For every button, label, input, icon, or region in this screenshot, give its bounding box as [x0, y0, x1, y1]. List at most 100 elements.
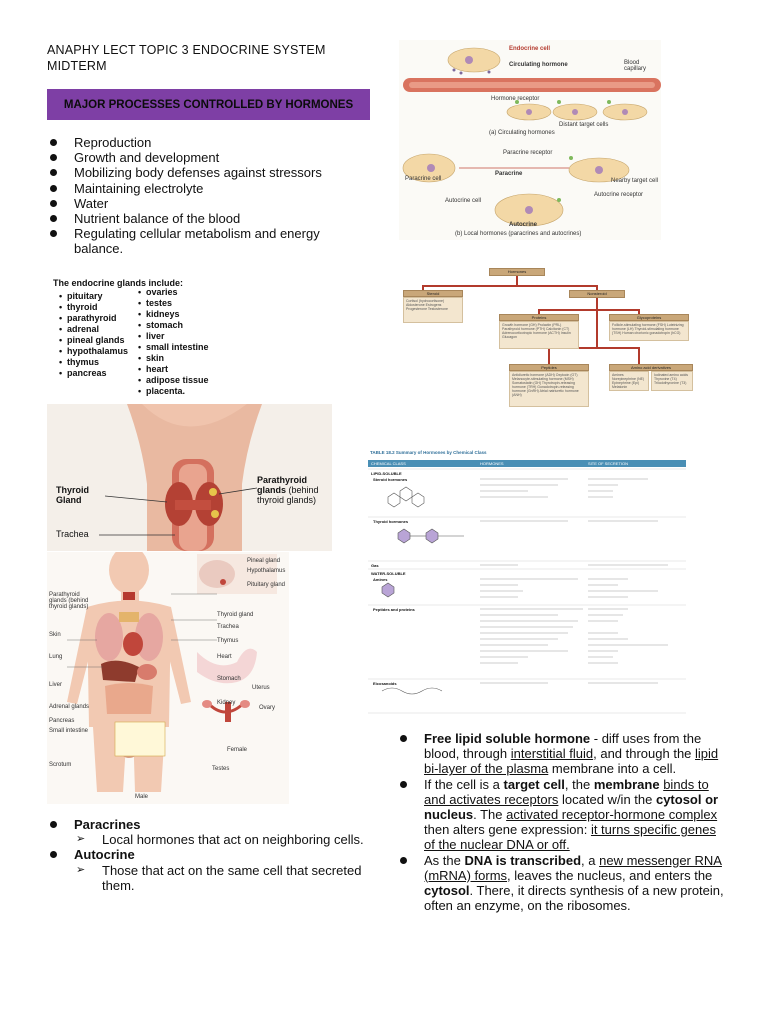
section-banner: MAJOR PROCESSES CONTROLLED BY HORMONES — [47, 89, 370, 120]
thyroid-label: Thyroid Gland — [56, 485, 89, 505]
lipid-point-2: If the cell is a target cell, the membra… — [397, 777, 727, 853]
class-amino-b: Iodinated amino acids Thyroxine (T4) Tri… — [651, 371, 693, 391]
gland-item: testes — [138, 298, 209, 309]
classification-lines — [422, 274, 640, 364]
body-label-left: Adrenal glands — [49, 704, 90, 710]
gland-item: stomach — [138, 320, 209, 331]
body-label-right: Trachea — [217, 624, 239, 630]
gland-item: kidneys — [138, 309, 209, 320]
process-item: Mobilizing body defenses against stresso… — [47, 165, 367, 180]
class-proteins: Proteins — [499, 314, 579, 321]
paracrine-receptor-label: Paracrine receptor — [503, 150, 553, 156]
gland-item: hypothalamus — [59, 346, 128, 357]
autocrine-sublist: Those that act on the same cell that sec… — [47, 863, 367, 893]
endocrine-cell-label: Endocrine cell — [509, 46, 551, 52]
lipid-point-1: Free lipid soluble hormone - diff uses f… — [397, 731, 727, 777]
gland-item: placenta. — [138, 386, 209, 397]
body-label-right: Kidney — [217, 700, 236, 706]
paracrines-term: Paracrines — [74, 817, 141, 832]
table-col3: SITE OF SECRETION — [588, 461, 629, 466]
gland-item: adrenal — [59, 324, 128, 335]
table-thyroid: Thyroid hormones — [373, 519, 409, 524]
body-label-right: Pituitary gland — [247, 582, 286, 588]
body-label-right: Testes — [212, 766, 230, 772]
endocrine-glands-figure: The endocrine glands include: pituitaryt… — [47, 272, 217, 402]
gland-item: thymus — [59, 357, 128, 368]
autocrine-label: Autocrine — [509, 222, 538, 228]
parathyroid-label: Parathyroid glands (behind thyroid gland… — [257, 475, 319, 505]
thyroid-neck-figure: Thyroid Gland Parathyroid glands (behind… — [47, 404, 332, 551]
hormone-types-illustration — [402, 47, 661, 227]
autocrine-receptor-label: Autocrine receptor — [594, 192, 644, 198]
paracrines-desc: Local hormones that act on neighboring c… — [47, 832, 367, 847]
lipid-hormone-list: Free lipid soluble hormone - diff uses f… — [397, 731, 727, 913]
paracrine-label: Paracrine — [495, 171, 523, 177]
hormone-classification-figure: Hormones Steroid Cortisol (hydrocortison… — [399, 268, 716, 433]
hormone-types-figure: Endocrine cell Circulating hormone Blood… — [399, 40, 661, 240]
caption-b: (b) Local hormones (paracrines and autoc… — [455, 231, 582, 237]
body-label-left: Parathyroid glands (behind thyroid gland… — [49, 592, 89, 610]
table-gas: Gas — [371, 563, 379, 568]
table-col2: HORMONES — [480, 461, 504, 466]
document-title: ANAPHY LECT TOPIC 3 ENDOCRINE SYSTEM MID… — [47, 43, 326, 73]
class-glycoproteins: Glycoproteins — [609, 314, 689, 321]
class-root: Hormones — [489, 268, 545, 276]
trachea-label: Trachea — [56, 529, 89, 539]
table-col1: CHEMICAL CLASS — [371, 461, 406, 466]
paracrine-cell-label: Paracrine cell — [405, 176, 442, 182]
body-label-right: Stomach — [217, 676, 241, 682]
process-item: Regulating cellular metabolism and energ… — [47, 226, 367, 256]
process-item: Water — [47, 196, 367, 211]
glands-heading: The endocrine glands include: — [53, 278, 184, 288]
gland-item: pancreas — [59, 368, 128, 379]
class-steroid: Steroid — [403, 290, 463, 297]
class-amino-a: Amines Norepinephrine (NE) Epinephrine (… — [609, 371, 649, 391]
autocrine-term: Autocrine — [74, 847, 135, 863]
circulating-hormone-label: Circulating hormone — [509, 62, 568, 68]
paracrines-sublist: Local hormones that act on neighboring c… — [47, 832, 367, 847]
body-label-right: Female — [227, 747, 248, 753]
body-label-right: Heart — [217, 654, 232, 660]
gland-item: pineal glands — [59, 335, 128, 346]
gland-item: small intestine — [138, 342, 209, 353]
table-peptides: Peptides and proteins — [373, 607, 415, 612]
hormone-receptor-label: Hormone receptor — [491, 96, 540, 102]
table-eicosanoids: Eicosanoids — [373, 681, 397, 686]
autocrine-cell-label: Autocrine cell — [445, 198, 482, 204]
lipid-point-3: As the DNA is transcribed, a new messeng… — [397, 853, 727, 914]
body-label-right: Thymus — [217, 638, 239, 644]
glands-column-1: pituitarythyroidparathyroidadrenalpineal… — [59, 291, 128, 379]
table-amines: Amines — [373, 577, 388, 582]
gland-item: heart — [138, 364, 209, 375]
table-caption: TABLE 18.2 Summary of Hormones by Chemic… — [370, 450, 487, 455]
neck-illustration — [47, 404, 332, 551]
gland-item: liver — [138, 331, 209, 342]
local-hormones-list: Paracrines Local hormones that act on ne… — [47, 817, 367, 893]
table-lipid: LIPID-SOLUBLE — [371, 471, 402, 476]
male-label: Male — [135, 794, 149, 800]
process-item: Maintaining electrolyte — [47, 181, 367, 196]
body-label-right: Uterus — [252, 685, 270, 691]
body-glands-figure: Parathyroid glands (behind thyroid gland… — [47, 552, 289, 804]
gland-item: parathyroid — [59, 313, 128, 324]
gland-item: adipose tissue — [138, 375, 209, 386]
body-illustration — [67, 552, 277, 792]
class-nonsteroid: Nonsteroid — [569, 290, 625, 298]
body-label-left: Scrotum — [49, 762, 72, 768]
body-label-right: Ovary — [259, 705, 276, 711]
body-label-left: Lung — [49, 654, 63, 660]
process-item: Nutrient balance of the blood — [47, 211, 367, 226]
nearby-target-label: Nearby target cell — [611, 178, 659, 184]
gland-item: ovaries — [138, 287, 209, 298]
body-label-left: Skin — [49, 632, 61, 638]
autocrine-desc: Those that act on the same cell that sec… — [47, 863, 367, 893]
class-protein-items: Growth hormone (GH) Prolactin (PRL) Para… — [499, 321, 579, 349]
gland-item: thyroid — [59, 302, 128, 313]
body-label-left: Small intestine — [49, 728, 89, 734]
autocrine-item: Autocrine Those that act on the same cel… — [47, 847, 367, 893]
process-item: Growth and development — [47, 150, 367, 165]
class-peptides: Peptides — [509, 364, 589, 371]
class-amino: Amino acid derivatives — [609, 364, 693, 371]
table-header — [368, 460, 686, 467]
